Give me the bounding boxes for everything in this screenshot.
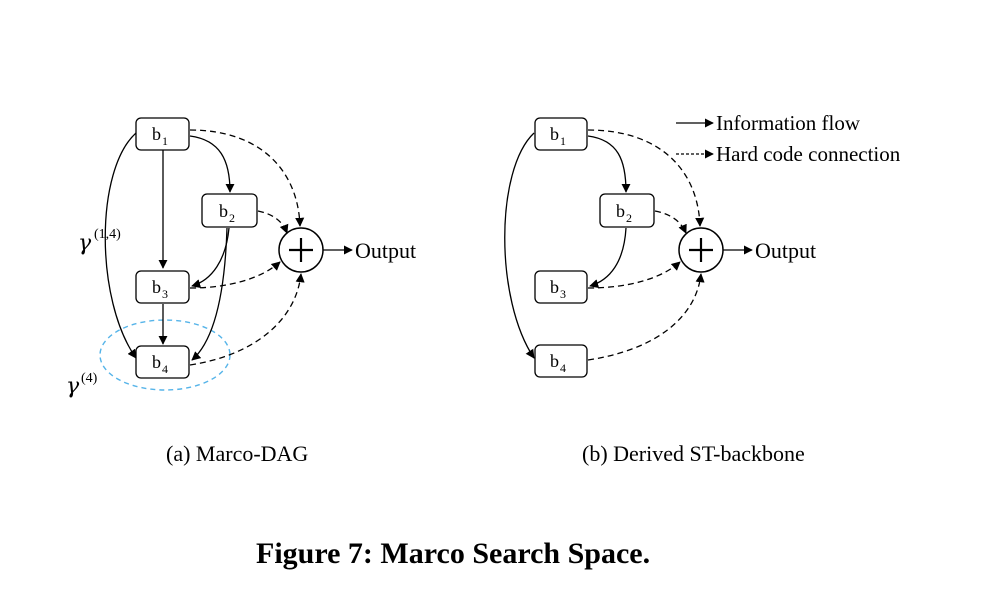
svg-text:b: b <box>616 201 625 221</box>
edge-b2-b3 <box>191 227 230 288</box>
output-label-left: Output <box>355 238 416 263</box>
edge-b2-b3-right <box>589 227 627 288</box>
gamma-14-superscript: (1,4) <box>94 227 121 242</box>
caption-a: (a) Marco-DAG <box>166 441 308 466</box>
legend-information-flow: Information flow <box>716 111 861 135</box>
svg-text:3: 3 <box>560 287 566 301</box>
edge-b2-b4 <box>191 227 228 361</box>
edge-b1-b2-right <box>587 135 631 193</box>
node-b3-right: b 3 <box>534 270 588 304</box>
node-b4-right: b 4 <box>534 344 588 378</box>
node-b4-left: b 4 <box>135 345 190 379</box>
svg-text:1: 1 <box>162 134 168 148</box>
svg-text:2: 2 <box>626 211 632 225</box>
marco-dag-diagram: b 1 b 2 b 3 b 4 Output γ (1,4) γ (4) <box>66 117 416 466</box>
node-b2-left: b 2 <box>201 193 258 228</box>
dash-b2-plus-right <box>654 210 687 234</box>
svg-text:b: b <box>152 124 161 144</box>
edge-b1-b2 <box>189 135 235 193</box>
node-b3-left: b 3 <box>135 270 190 304</box>
gamma-4-symbol: γ <box>66 374 80 399</box>
svg-text:2: 2 <box>229 211 235 225</box>
caption-b: (b) Derived ST-backbone <box>582 441 805 466</box>
derived-st-backbone-diagram: b 1 b 2 b 3 b 4 Output (b) Derived ST-ba… <box>504 117 816 466</box>
svg-text:b: b <box>152 352 161 372</box>
svg-text:b: b <box>550 351 559 371</box>
svg-text:b: b <box>219 201 228 221</box>
figure-title: Figure 7: Marco Search Space. <box>256 537 650 570</box>
svg-text:3: 3 <box>162 287 168 301</box>
node-b1-left: b 1 <box>135 117 190 151</box>
svg-text:b: b <box>152 277 161 297</box>
edge-b1-b4 <box>104 132 137 359</box>
gamma-4-superscript: (4) <box>81 371 98 386</box>
dash-b3-plus-right <box>587 261 681 289</box>
edge-b1-b4-right <box>504 132 535 359</box>
legend-hard-code-connection: Hard code connection <box>716 142 901 166</box>
node-b2-right: b 2 <box>599 193 655 228</box>
svg-text:4: 4 <box>162 362 168 376</box>
svg-text:4: 4 <box>560 361 566 375</box>
plus-icon-left <box>278 227 324 273</box>
legend: Information flow Hard code connection <box>676 111 901 166</box>
output-label-right: Output <box>755 238 816 263</box>
svg-text:b: b <box>550 277 559 297</box>
dash-b1-plus <box>189 129 305 227</box>
svg-text:1: 1 <box>560 134 566 148</box>
plus-icon-right <box>678 227 724 273</box>
gamma-14-symbol: γ <box>78 231 92 256</box>
dash-b1-plus-right <box>587 129 705 227</box>
dash-b4-plus-right <box>587 273 705 361</box>
node-b1-right: b 1 <box>534 117 588 151</box>
dash-b3-plus <box>189 261 281 289</box>
svg-text:b: b <box>550 124 559 144</box>
dash-b4-plus <box>189 273 305 366</box>
dash-b2-plus <box>257 210 289 234</box>
